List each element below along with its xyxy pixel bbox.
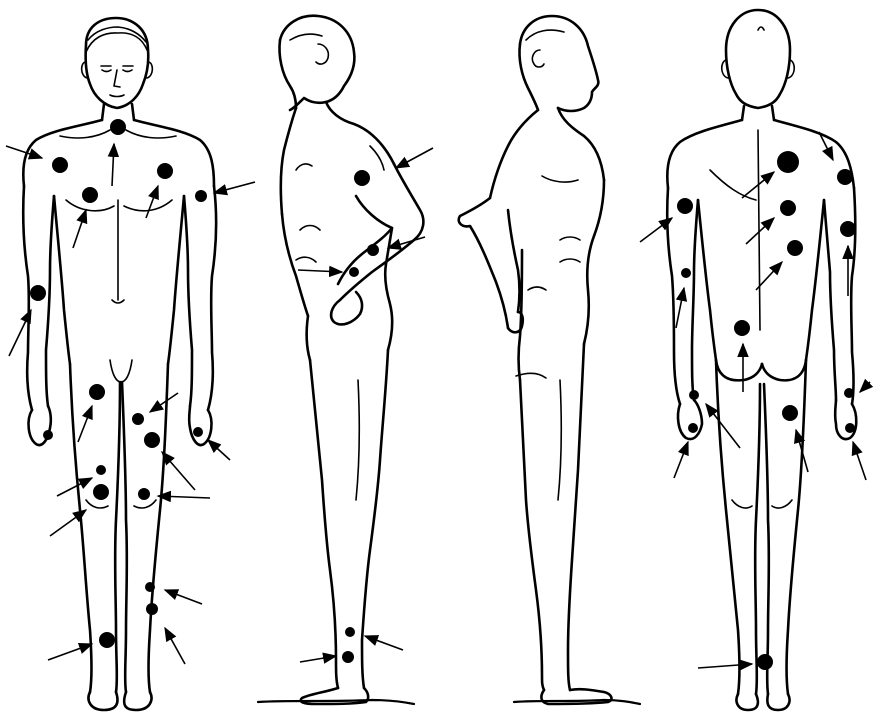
front-point-marker-4 — [82, 187, 98, 203]
front-pointer-arrow-8 — [150, 393, 178, 412]
front-arrows — [6, 144, 255, 664]
back-markers — [677, 151, 856, 670]
right-side-pointer-arrow-4 — [365, 636, 403, 650]
front-point-marker-16 — [146, 603, 158, 615]
back-pointer-arrow-10 — [706, 404, 740, 448]
front-point-marker-15 — [145, 582, 155, 592]
figure-back — [640, 10, 870, 710]
front-point-marker-14 — [138, 488, 150, 500]
back-point-marker-1 — [777, 151, 799, 173]
front-pointer-arrow-2 — [6, 146, 42, 158]
figure-front — [6, 18, 255, 710]
back-point-marker-6 — [787, 240, 803, 256]
back-point-marker-4 — [780, 200, 796, 216]
back-point-marker-7 — [681, 268, 691, 278]
back-pointer-arrow-13 — [853, 442, 866, 480]
back-pointer-arrow-3 — [746, 218, 774, 244]
front-pointer-arrow-14 — [165, 590, 202, 604]
back-point-marker-14 — [757, 654, 773, 670]
right-side-pointer-arrow-1 — [396, 148, 433, 168]
back-point-marker-11 — [782, 405, 798, 421]
figure-left-side — [459, 16, 640, 704]
left-side-outline — [459, 16, 612, 704]
back-point-marker-3 — [677, 198, 693, 214]
front-point-marker-6 — [30, 285, 46, 301]
right-side-point-marker-2 — [367, 244, 379, 256]
front-pointer-arrow-15 — [165, 628, 185, 664]
front-point-marker-10 — [43, 430, 53, 440]
front-pointer-arrow-4 — [73, 210, 86, 248]
front-point-marker-13 — [93, 484, 109, 500]
right-side-point-marker-4 — [345, 627, 355, 637]
back-pointer-arrow-7 — [676, 288, 684, 328]
front-pointer-arrow-7 — [78, 406, 92, 442]
right-side-pointer-arrow-5 — [300, 656, 336, 662]
back-point-marker-12 — [688, 423, 698, 433]
back-pointer-arrow-14 — [698, 664, 752, 668]
front-pointer-arrow-11 — [57, 478, 92, 496]
front-point-marker-9 — [144, 432, 160, 448]
front-pointer-arrow-16 — [48, 644, 92, 660]
front-pointer-arrow-9 — [162, 452, 195, 490]
right-side-point-marker-1 — [354, 170, 370, 186]
back-point-marker-10 — [844, 388, 854, 398]
right-side-pointer-arrow-3 — [298, 270, 342, 272]
front-point-marker-7 — [89, 384, 105, 400]
back-pointer-arrow-9 — [860, 382, 870, 392]
right-side-outline — [279, 16, 423, 704]
front-point-marker-8 — [132, 413, 144, 425]
front-pointer-arrow-1 — [112, 144, 114, 186]
front-point-marker-1 — [110, 119, 126, 135]
back-pointer-arrow-12 — [674, 442, 688, 478]
front-point-marker-17 — [99, 632, 115, 648]
front-markers — [30, 119, 207, 648]
back-outline — [667, 10, 856, 710]
front-pointer-arrow-5 — [214, 182, 255, 193]
back-point-marker-13 — [845, 423, 855, 433]
right-side-point-marker-5 — [342, 651, 354, 663]
front-point-marker-11 — [193, 427, 203, 437]
front-point-marker-12 — [96, 465, 106, 475]
front-point-marker-2 — [52, 157, 68, 173]
front-pointer-arrow-13 — [158, 496, 210, 498]
back-point-marker-8 — [734, 320, 750, 336]
front-pointer-arrow-10 — [208, 440, 230, 460]
back-point-marker-9 — [689, 390, 699, 400]
right-side-point-marker-3 — [349, 267, 359, 277]
front-point-marker-5 — [195, 190, 207, 202]
back-point-marker-2 — [837, 169, 853, 185]
front-point-marker-3 — [157, 163, 173, 179]
back-point-marker-5 — [840, 221, 856, 237]
figure-right-side — [258, 16, 433, 704]
front-pointer-arrow-3 — [146, 186, 158, 218]
